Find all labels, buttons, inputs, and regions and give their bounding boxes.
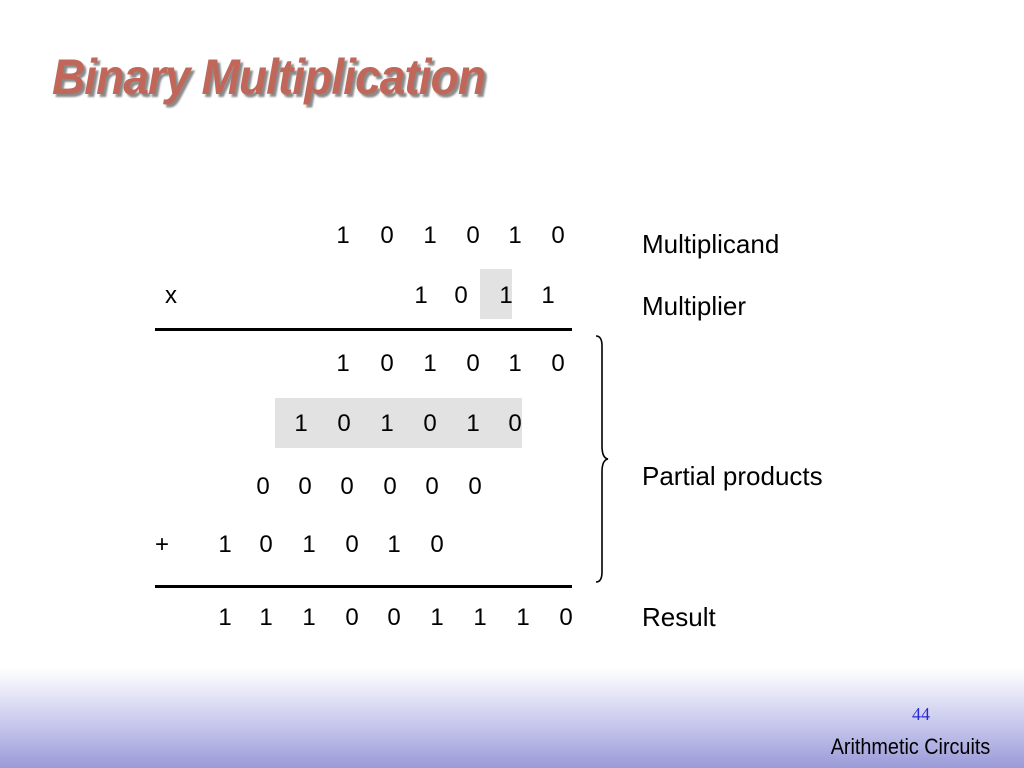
digit: 0 [559,604,573,631]
digit: 0 [425,473,439,500]
digit: 0 [551,222,565,249]
digit: 0 [508,410,522,437]
digit: 0 [380,222,394,249]
result-label: Result [642,602,716,632]
right-brace-icon [595,335,609,583]
digit: 0 [345,531,359,558]
top-rule [155,328,572,331]
multiplier-highlight [480,269,512,319]
footer-title: Arithmetic Circuits [830,734,990,759]
digit: 1 [218,531,232,558]
digit: 0 [298,473,312,500]
digit: 1 [414,282,428,309]
digit: 1 [259,604,273,631]
digit: 1 [302,531,316,558]
digit: 1 [499,282,513,309]
digit: 1 [541,282,555,309]
digit: 0 [430,531,444,558]
digit: 1 [473,604,487,631]
digit: 0 [466,350,480,377]
digit: 1 [423,350,437,377]
digit: 1 [294,410,308,437]
partial-product-highlight [275,398,522,448]
digit: 0 [551,350,565,377]
multiplicand-label: Multiplicand [642,229,780,259]
digit: 0 [387,604,401,631]
partial-products-label: Partial products [642,461,823,491]
multiplier-label: Multiplier [642,291,747,321]
digit: 1 [508,350,522,377]
bottom-rule [155,585,572,588]
digit: 1 [466,410,480,437]
plus-symbol: + [155,531,170,558]
digit: 0 [454,282,468,309]
digit: 0 [468,473,482,500]
digit: 0 [380,350,394,377]
digit: 1 [218,604,232,631]
slide-title: Binary Multiplication [52,49,486,105]
digit: 0 [345,604,359,631]
digit: 0 [337,410,351,437]
digit: 0 [340,473,354,500]
digit: 0 [423,410,437,437]
digit: 1 [380,410,394,437]
digit: 1 [516,604,530,631]
digit: 0 [259,531,273,558]
digit: 1 [336,350,350,377]
digit: 1 [508,222,522,249]
digit: 1 [430,604,444,631]
digit: 1 [423,222,437,249]
digit: 0 [256,473,270,500]
digit: 0 [466,222,480,249]
digit: 1 [387,531,401,558]
digit: 1 [302,604,316,631]
footer-band [0,668,1024,768]
times-symbol: x [165,282,177,309]
digit: 0 [383,473,397,500]
page-number: 44 [912,704,930,724]
digit: 1 [336,222,350,249]
